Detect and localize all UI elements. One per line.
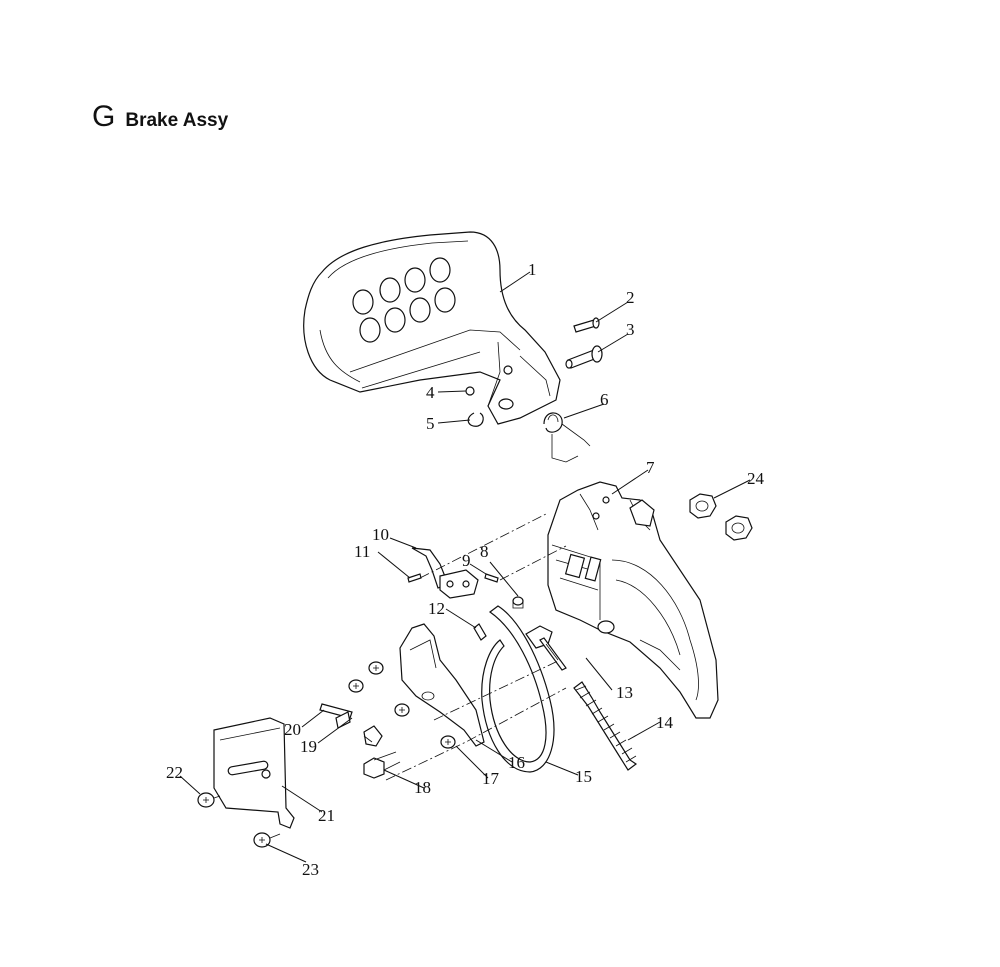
side-plate-part [213, 717, 295, 829]
screws-part [348, 661, 456, 749]
screw-22-part [197, 792, 221, 808]
callout-21: 21 [318, 806, 335, 825]
washer-part [467, 412, 484, 427]
hand-guard-part [303, 231, 561, 425]
brake-housing-part [547, 481, 719, 719]
callout-10: 10 [372, 525, 389, 544]
lever-link-part [411, 547, 479, 599]
callout-7: 7 [646, 458, 655, 477]
callout-22: 22 [166, 763, 183, 782]
callout-24: 24 [747, 469, 765, 488]
page-heading: G Brake Assy [92, 100, 228, 140]
callout-labels: 1 2 3 4 5 6 7 8 9 10 11 12 13 14 15 16 1… [166, 260, 765, 879]
callout-16: 16 [508, 753, 525, 772]
screw-8-part [512, 596, 524, 609]
pin-9-part [484, 573, 499, 583]
brake-spring-part [573, 681, 638, 771]
assembly-lines [385, 513, 567, 781]
callout-8: 8 [480, 542, 489, 561]
callout-5: 5 [426, 414, 435, 433]
page-title: Brake Assy [125, 110, 229, 131]
callout-20: 20 [284, 720, 301, 739]
callout-4: 4 [426, 383, 435, 402]
callout-2: 2 [626, 288, 635, 307]
callout-17: 17 [482, 769, 500, 788]
callout-18: 18 [414, 778, 431, 797]
callout-1: 1 [528, 260, 537, 279]
screw-23-part [253, 832, 281, 848]
callout-23: 23 [302, 860, 319, 879]
guide-plate-part [399, 623, 485, 747]
tensioner-part [319, 703, 401, 779]
callout-12: 12 [428, 599, 445, 618]
callout-13: 13 [616, 683, 633, 702]
clip-part [465, 386, 475, 396]
small-pin-part [407, 573, 422, 583]
adjuster-part [525, 625, 567, 671]
callout-3: 3 [626, 320, 635, 339]
callout-15: 15 [575, 767, 592, 786]
roll-pin-12-part [473, 623, 487, 641]
torsion-spring-part [543, 412, 591, 463]
callout-9: 9 [462, 551, 471, 570]
leader-lines [179, 271, 751, 863]
pin-part [573, 317, 600, 333]
callout-19: 19 [300, 737, 317, 756]
callout-14: 14 [656, 713, 674, 732]
shoulder-pin-part [565, 345, 603, 369]
section-letter: G [92, 100, 116, 133]
callout-6: 6 [600, 390, 609, 409]
callout-11: 11 [354, 542, 370, 561]
brake-band-part [481, 605, 555, 773]
nut-part [689, 493, 753, 541]
